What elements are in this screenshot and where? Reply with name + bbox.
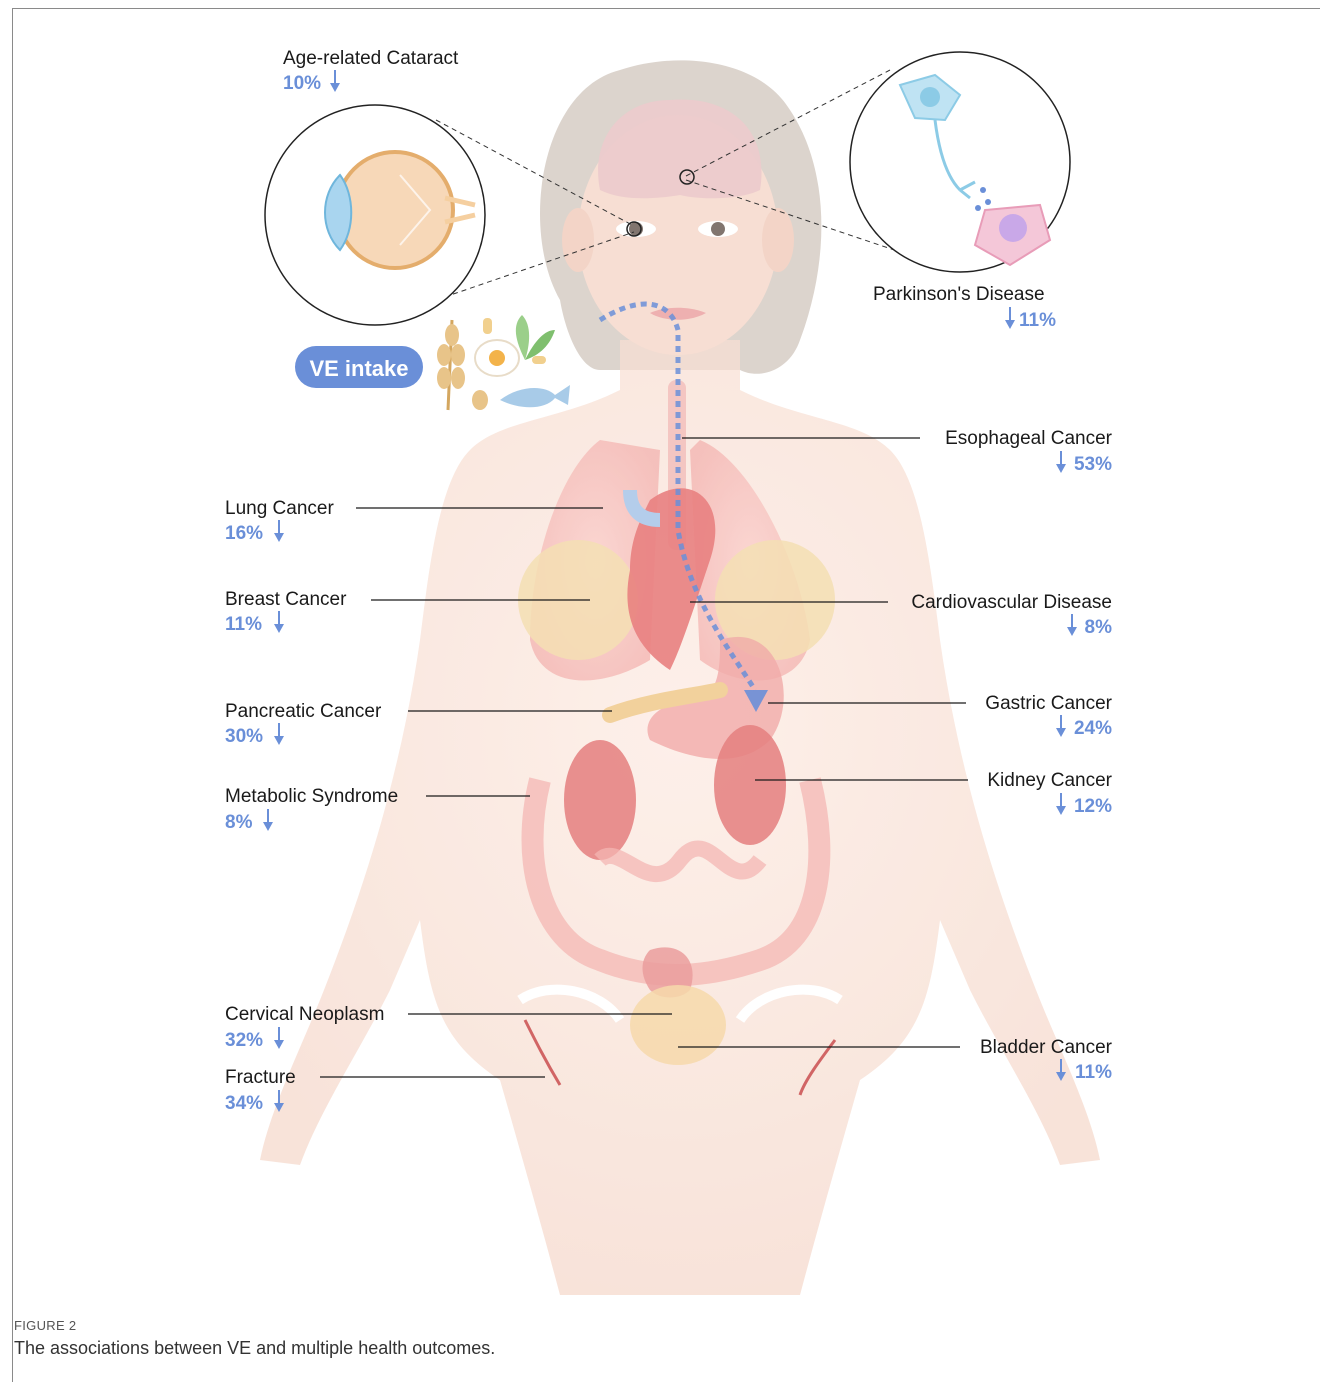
outcome-pct: 24% <box>1074 718 1112 739</box>
down-arrow-icon <box>263 809 273 831</box>
outcome-pct: 34% <box>225 1093 263 1114</box>
down-arrow-icon <box>1056 715 1066 737</box>
down-arrow-icon <box>1056 793 1066 815</box>
ve-intake-badge: VE intake <box>295 346 423 388</box>
outcome-name: Fracture <box>225 1067 296 1088</box>
down-arrow-icon <box>274 611 284 633</box>
outcome-cardio: Cardiovascular Disease 8% <box>911 592 1112 638</box>
outcome-name: Cardiovascular Disease <box>911 592 1112 613</box>
outcome-pct: 30% <box>225 726 263 747</box>
down-arrow-icon <box>274 520 284 542</box>
outcome-pancreatic: Pancreatic Cancer 30% <box>225 701 382 747</box>
outcome-name: Bladder Cancer <box>980 1037 1113 1058</box>
outcome-pct: 32% <box>225 1030 263 1051</box>
kidney-right <box>714 725 786 845</box>
svg-text:VE intake: VE intake <box>309 356 408 381</box>
down-arrow-icon <box>1005 307 1015 329</box>
down-arrow-icon <box>1067 614 1077 636</box>
down-arrow-icon <box>274 1027 284 1049</box>
outcome-gastric: Gastric Cancer 24% <box>985 693 1112 739</box>
outcome-esophageal: Esophageal Cancer 53% <box>945 428 1113 475</box>
outcome-name: Metabolic Syndrome <box>225 786 398 807</box>
outcome-name: Lung Cancer <box>225 498 334 519</box>
outcome-kidney: Kidney Cancer 12% <box>987 770 1112 817</box>
outcome-pct: 16% <box>225 523 263 544</box>
outcome-name: Kidney Cancer <box>987 770 1112 791</box>
outcome-name: Gastric Cancer <box>985 693 1112 714</box>
down-arrow-icon <box>1056 451 1066 473</box>
fish-icon <box>500 385 570 407</box>
outcome-breast: Breast Cancer 11% <box>225 589 347 635</box>
outcome-pct: 12% <box>1074 796 1112 817</box>
outcome-name: Cervical Neoplasm <box>225 1004 384 1025</box>
outcome-pct: 8% <box>1085 617 1113 638</box>
bladder-shape <box>630 985 726 1065</box>
wheat-icon <box>437 320 465 410</box>
kidney-left <box>564 740 636 860</box>
leaf-icon <box>516 315 555 360</box>
figure-label: FIGURE 2 <box>14 1318 76 1333</box>
outcome-metabolic: Metabolic Syndrome 8% <box>225 786 398 833</box>
outcome-pct: 11% <box>1019 310 1056 331</box>
outcome-parkinson: Parkinson's Disease 11% <box>873 284 1056 331</box>
egg-icon <box>475 340 519 376</box>
food-icons <box>437 315 570 410</box>
outcome-pct: 11% <box>1075 1062 1112 1083</box>
outcome-name: Breast Cancer <box>225 589 347 610</box>
outcome-name: Esophageal Cancer <box>945 428 1113 449</box>
outcome-lung: Lung Cancer 16% <box>225 498 334 544</box>
outcome-name: Pancreatic Cancer <box>225 701 382 722</box>
outcome-cataract: Age-related Cataract 10% <box>283 48 459 94</box>
outcome-pct: 8% <box>225 812 253 833</box>
outcome-pct: 10% <box>283 73 321 94</box>
health-outcomes-diagram: VE intake <box>0 0 1320 1310</box>
down-arrow-icon <box>274 723 284 745</box>
outcome-pct: 53% <box>1074 454 1112 475</box>
figure-caption: The associations between VE and multiple… <box>14 1338 495 1359</box>
down-arrow-icon <box>330 70 340 92</box>
outcome-name: Parkinson's Disease <box>873 284 1045 305</box>
outcome-pct: 11% <box>225 614 262 635</box>
outcome-name: Age-related Cataract <box>283 48 459 69</box>
